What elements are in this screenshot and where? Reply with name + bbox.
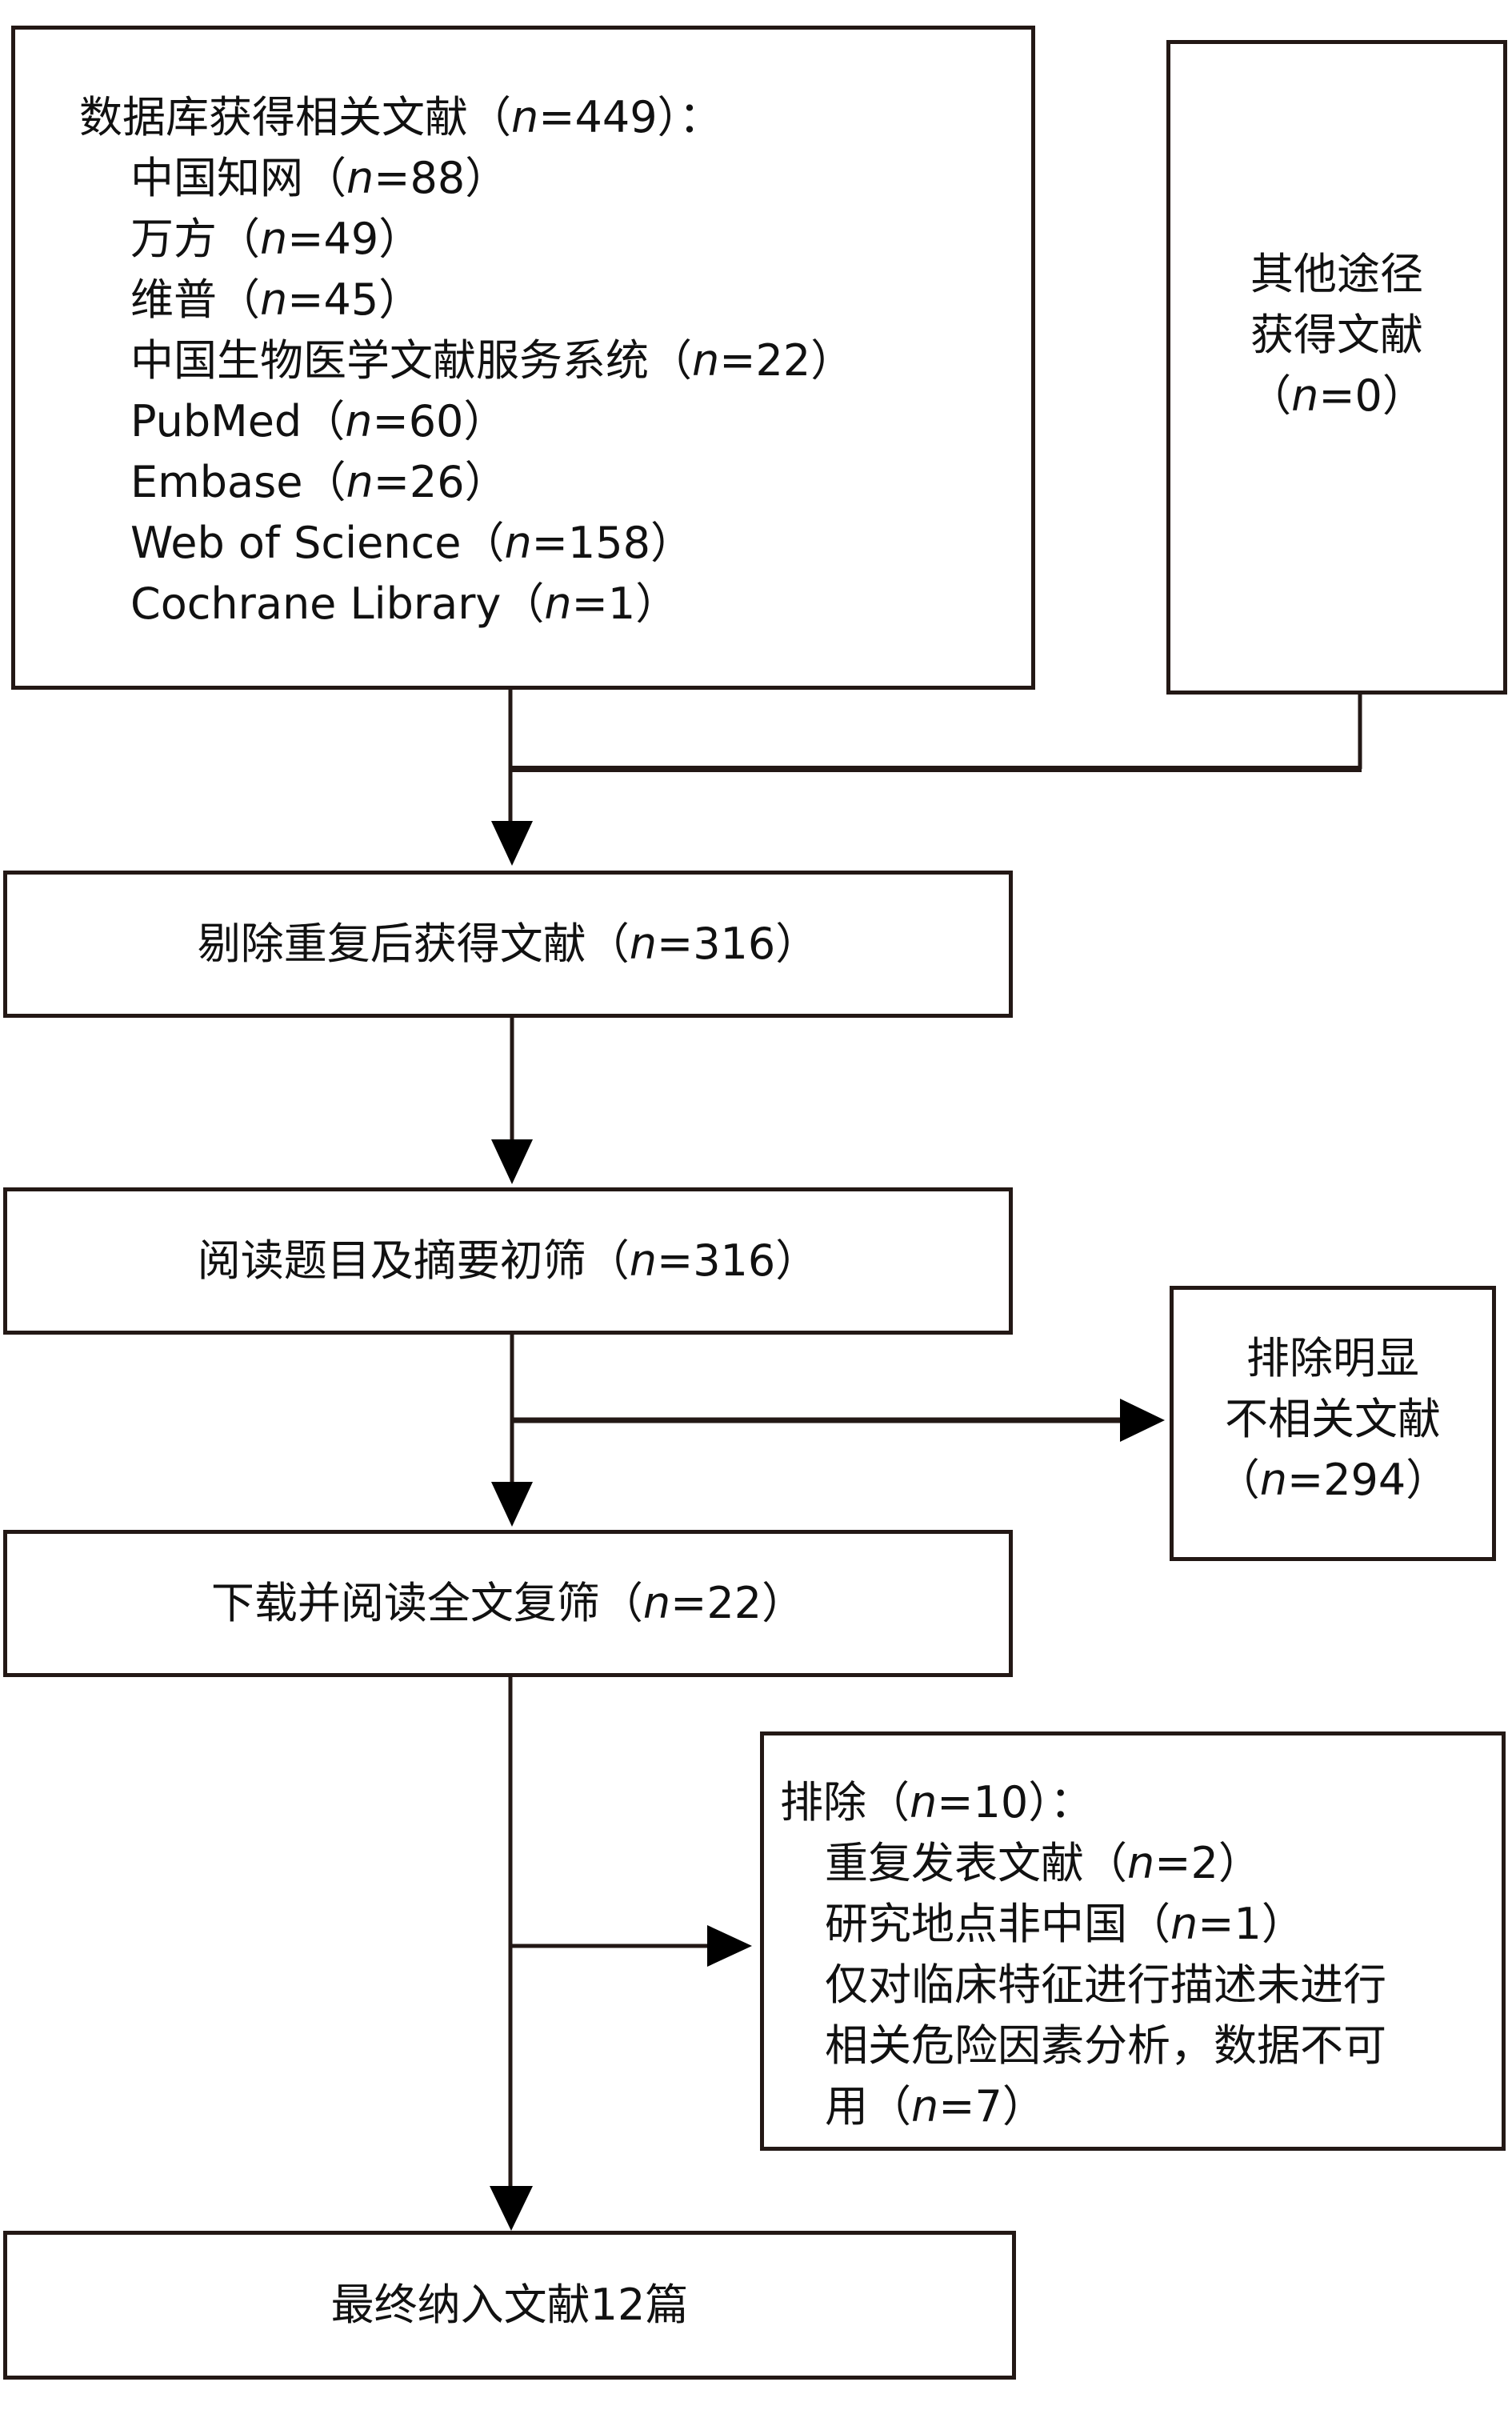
arrowhead-to-dedup <box>491 821 533 866</box>
dedup-label: 剔除重复后获得文献（n=316） <box>198 912 819 976</box>
title-screen-label: 阅读题目及摘要初筛（n=316） <box>198 1229 819 1293</box>
n-symbol: n <box>692 335 720 386</box>
source-count: =22） <box>719 335 854 386</box>
arrowhead-to-excluded-fulltext <box>707 1925 752 1967</box>
count-value: =294） <box>1286 1455 1450 1505</box>
exclusion-reason-no-data-line1: 仅对临床特征进行描述未进行 <box>825 1960 1386 2010</box>
other-sources-count: （n=0） <box>1248 366 1426 426</box>
reason-count: =1） <box>1198 1899 1305 1949</box>
dedup-box: 剔除重复后获得文献（n=316） <box>3 871 1013 1018</box>
arrowhead-to-fulltext <box>491 1482 533 1527</box>
database-records-box: 数据库获得相关文献（n=449）： 中国知网（n=88） 万方（n=49） 维普… <box>11 26 1035 690</box>
excluded-irrelevant-line1: 排除明显 <box>1246 1333 1419 1383</box>
n-symbol: n <box>544 578 572 629</box>
n-symbol: n <box>504 518 532 568</box>
heading-count: =10）： <box>937 1777 1094 1828</box>
excluded-fulltext-box: 排除（n=10）： 重复发表文献（n=2） 研究地点非中国（n=1） 仅对临床特… <box>760 1731 1506 2151</box>
reason-text: 用（ <box>825 2081 911 2132</box>
n-symbol: n <box>346 457 374 507</box>
reason-text: 研究地点非中国（ <box>825 1899 1170 1949</box>
dedup-text: 剔除重复后获得文献（ <box>197 919 630 969</box>
title-screen-text: 阅读题目及摘要初筛（ <box>197 1235 630 1286</box>
other-sources-line1: 其他途径 <box>1250 249 1423 299</box>
n-symbol: n <box>1170 1899 1198 1949</box>
fulltext-screening-box: 下载并阅读全文复筛（n=22） <box>3 1530 1013 1677</box>
source-web-of-science: Web of Science（n=158） <box>79 513 1031 574</box>
reason-count: =7） <box>938 2081 1046 2132</box>
reason-count: =2） <box>1154 1838 1262 1888</box>
n-symbol: n <box>1291 370 1319 421</box>
source-sinomed: 中国生物医学文献服务系统（n=22） <box>79 330 1031 391</box>
source-vip: 维普（n=45） <box>79 270 1031 330</box>
exclusion-reason-duplicate: 重复发表文献（n=2） <box>780 1833 1502 1894</box>
n-symbol: n <box>345 396 373 446</box>
included-studies-box: 最终纳入文献12篇 <box>3 2231 1016 2380</box>
source-wanfang: 万方（n=49） <box>79 209 1031 270</box>
n-symbol: n <box>346 153 374 203</box>
database-heading-label: 数据库获得相关文献（ <box>79 92 511 142</box>
database-heading-count: =449）： <box>538 92 722 142</box>
source-count: =26） <box>373 457 508 507</box>
included-label: 最终纳入文献12篇 <box>330 2280 689 2330</box>
source-name: Web of Science（ <box>130 518 505 568</box>
n-symbol: n <box>260 274 288 325</box>
fulltext-screen-label: 下载并阅读全文复筛（n=22） <box>211 1571 805 1635</box>
n-symbol: n <box>629 1235 657 1286</box>
source-name: PubMed（ <box>130 396 346 446</box>
n-symbol: n <box>642 1578 671 1628</box>
other-sources-line2: 获得文献 <box>1250 310 1423 360</box>
arrowhead-to-excluded-irrelevant <box>1120 1399 1165 1442</box>
n-symbol: n <box>260 214 288 264</box>
paren-open: （ <box>1216 1455 1260 1505</box>
fulltext-screen-count: =22） <box>670 1578 806 1628</box>
fulltext-screen-text: 下载并阅读全文复筛（ <box>210 1578 643 1628</box>
source-count: =1） <box>571 578 679 629</box>
n-symbol: n <box>511 92 539 142</box>
paren-open: （ <box>1248 370 1292 421</box>
source-name: 万方（ <box>130 214 260 264</box>
source-count: =158） <box>531 518 694 568</box>
source-pubmed: PubMed（n=60） <box>79 391 1031 452</box>
n-symbol: n <box>629 919 657 969</box>
source-count: =88） <box>374 153 509 203</box>
excluded-irrelevant-count: （n=294） <box>1217 1450 1450 1511</box>
source-count: =49） <box>287 214 422 264</box>
source-name: Embase（ <box>130 457 346 507</box>
source-embase: Embase（n=26） <box>79 452 1031 513</box>
arrowhead-to-included <box>490 2186 533 2231</box>
exclusion-reason-no-data-line3: 用（n=7） <box>780 2076 1502 2137</box>
other-sources-box: 其他途径 获得文献 （n=0） <box>1166 40 1507 695</box>
n-symbol: n <box>1259 1455 1287 1505</box>
title-screen-count: =316） <box>656 1235 819 1286</box>
source-cnki: 中国知网（n=88） <box>79 148 1031 209</box>
exclusion-reason-location: 研究地点非中国（n=1） <box>780 1894 1502 1955</box>
source-count: =45） <box>287 274 422 325</box>
count-value: =0） <box>1318 370 1426 421</box>
excluded-fulltext-heading: 排除（n=10）： <box>780 1772 1502 1833</box>
source-name: Cochrane Library（ <box>130 578 545 629</box>
arrowhead-to-title-screen <box>491 1139 533 1184</box>
source-name: 中国生物医学文献服务系统（ <box>130 335 692 386</box>
n-symbol: n <box>910 1777 938 1828</box>
n-symbol: n <box>911 2081 939 2132</box>
source-cochrane: Cochrane Library（n=1） <box>79 574 1031 635</box>
exclusion-reason-no-data-line2: 相关危险因素分析，数据不可 <box>825 2020 1386 2071</box>
title-abstract-screening-box: 阅读题目及摘要初筛（n=316） <box>3 1187 1013 1335</box>
heading-text: 排除（ <box>780 1777 910 1828</box>
database-heading: 数据库获得相关文献（n=449）： <box>79 87 1031 148</box>
excluded-irrelevant-line2: 不相关文献 <box>1225 1394 1441 1444</box>
excluded-irrelevant-box: 排除明显 不相关文献 （n=294） <box>1170 1286 1496 1561</box>
dedup-count: =316） <box>656 919 819 969</box>
n-symbol: n <box>1127 1838 1155 1888</box>
source-name: 维普（ <box>130 274 260 325</box>
source-count: =60） <box>372 396 507 446</box>
source-name: 中国知网（ <box>130 153 346 203</box>
reason-text: 重复发表文献（ <box>825 1838 1127 1888</box>
